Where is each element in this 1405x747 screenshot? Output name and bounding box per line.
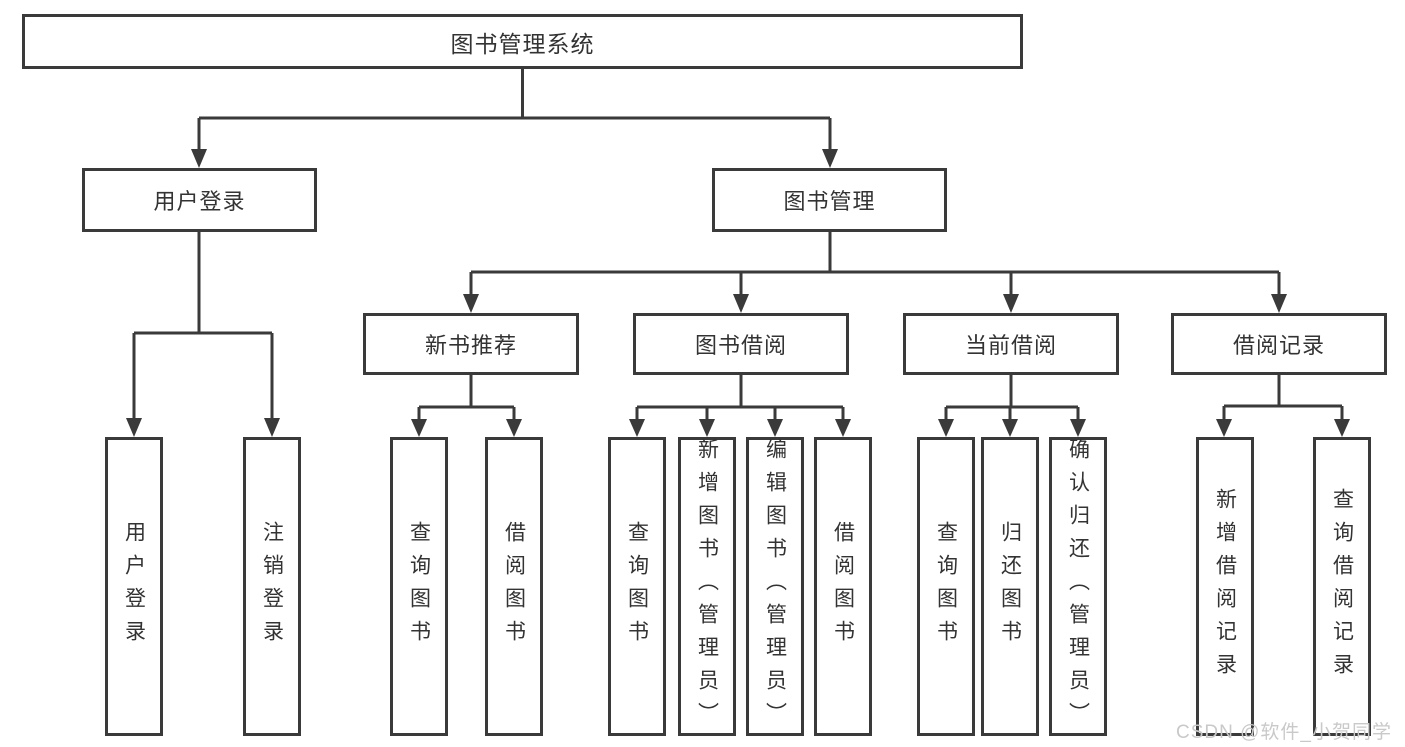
connector-book-borrow-children	[629, 375, 851, 437]
node-root: 图书管理系统	[22, 14, 1023, 69]
node-br-add-label: 新增借阅记录	[1213, 487, 1237, 686]
node-book-borrow-label: 图书借阅	[694, 333, 787, 358]
node-cb-query: 查询图书	[917, 437, 975, 736]
node-book-borrow: 图书借阅	[633, 313, 849, 375]
node-cb-confirm: 确认归还（管理员）	[1049, 437, 1107, 736]
node-nb-borrow: 借阅图书	[485, 437, 543, 736]
node-cb-return: 归还图书	[981, 437, 1039, 736]
node-new-book-rec: 新书推荐	[363, 313, 579, 375]
node-new-book-rec-label: 新书推荐	[424, 333, 517, 358]
node-book-mgmt: 图书管理	[712, 168, 947, 232]
node-borrow-records-label: 借阅记录	[1232, 333, 1325, 358]
node-bb-borrow-label: 借阅图书	[831, 520, 855, 653]
node-bb-query-label: 查询图书	[625, 520, 649, 653]
csdn-watermark: CSDN @软件_小贺同学	[1176, 722, 1392, 743]
node-user-login-label: 用户登录	[153, 189, 246, 214]
connector-new-book-rec-children	[411, 375, 522, 437]
node-br-query-label: 查询借阅记录	[1330, 487, 1354, 686]
node-root-label: 图书管理系统	[450, 30, 595, 57]
node-cb-return-label: 归还图书	[998, 520, 1022, 653]
node-cb-query-label: 查询图书	[934, 520, 958, 653]
node-nb-query-label: 查询图书	[407, 520, 431, 653]
node-cb-confirm-label: 确认归还（管理员）	[1066, 438, 1090, 735]
node-user-login: 用户登录	[82, 168, 317, 232]
node-bb-add-label: 新增图书（管理员）	[695, 438, 719, 735]
connector-borrow-records-children	[1216, 375, 1350, 437]
node-nb-borrow-label: 借阅图书	[502, 520, 526, 653]
connector-user-login-children	[126, 232, 280, 437]
node-current-borrow-label: 当前借阅	[964, 333, 1057, 358]
node-br-query: 查询借阅记录	[1313, 437, 1371, 736]
node-logout: 注销登录	[243, 437, 301, 736]
node-bb-edit-label: 编辑图书（管理员）	[763, 438, 787, 735]
node-bb-add: 新增图书（管理员）	[678, 437, 736, 736]
connector-root-to-level2	[191, 69, 838, 168]
node-borrow-records: 借阅记录	[1171, 313, 1387, 375]
node-book-mgmt-label: 图书管理	[783, 189, 876, 214]
node-logout-label: 注销登录	[260, 520, 284, 653]
node-nb-query: 查询图书	[390, 437, 448, 736]
connector-current-borrow-children	[938, 375, 1086, 437]
node-login: 用户登录	[105, 437, 163, 736]
connector-book-mgmt-level3	[463, 232, 1287, 313]
node-br-add: 新增借阅记录	[1196, 437, 1254, 736]
node-bb-query: 查询图书	[608, 437, 666, 736]
node-login-label: 用户登录	[122, 520, 146, 653]
node-bb-edit: 编辑图书（管理员）	[746, 437, 804, 736]
node-current-borrow: 当前借阅	[903, 313, 1119, 375]
node-bb-borrow: 借阅图书	[814, 437, 872, 736]
